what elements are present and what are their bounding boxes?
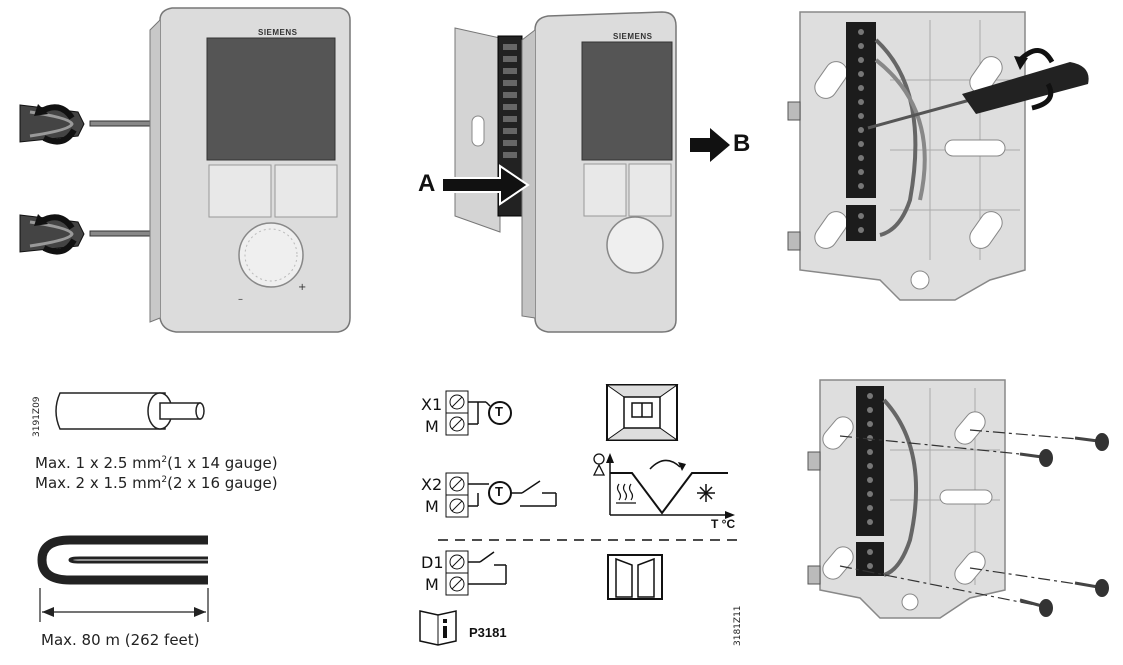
- cable-length-illustration: [37, 535, 209, 622]
- base-wiring-illustration: [787, 11, 1089, 301]
- cable-spec-line-1-tail: (1 x 14 gauge): [167, 454, 278, 472]
- mounting-base-plate-2: [807, 379, 1006, 619]
- base-plate: [454, 27, 523, 233]
- terminal-x2-m: [445, 472, 557, 518]
- cable-spec-line-2-sup: 2: [161, 475, 168, 485]
- brand-logo-middle: SIEMENS: [613, 32, 653, 41]
- cable-illustration: [55, 392, 205, 430]
- cooling-icon: [697, 484, 715, 502]
- room-unit-icon: [605, 384, 679, 441]
- screw-icon-1: [1019, 449, 1053, 467]
- push-arrow-a-icon: [441, 164, 530, 206]
- cable-spec-line-1-main: Max. 1 x 2.5 mm: [35, 454, 162, 472]
- svg-text:+: +: [298, 282, 306, 293]
- thermostat-device: – +: [149, 7, 351, 333]
- screw-icon-4: [1074, 579, 1109, 597]
- sensor-label-1: T: [495, 404, 503, 419]
- sensor-label-2: T: [495, 484, 503, 499]
- terminal-d1-m: [445, 550, 507, 596]
- reference-document: P3181: [469, 625, 507, 640]
- screwdriver-icon: [867, 48, 1089, 130]
- terminal-label-x2: X2: [421, 475, 443, 494]
- cable-max-length: Max. 80 m (262 feet): [41, 631, 200, 649]
- terminal-label-m3: M: [425, 575, 439, 594]
- cable-code: 3191Z09: [32, 396, 42, 437]
- brand-logo-left: SIEMENS: [258, 28, 298, 37]
- door-contact-icon: [607, 554, 663, 600]
- svg-text:–: –: [238, 294, 243, 305]
- screw-icon-3: [1019, 598, 1053, 617]
- terminal-block: [846, 22, 927, 241]
- wiring-diagram: [419, 384, 740, 646]
- device-separation-illustration: [441, 11, 730, 333]
- cable-spec-line-1: Max. 1 x 2.5 mm2(1 x 14 gauge): [35, 451, 278, 473]
- label-a: A: [418, 170, 436, 197]
- sensor-t2-icon: [488, 481, 512, 505]
- cable-spec-line-1-sup: 2: [161, 455, 168, 465]
- axis-temperature-label: T °C: [711, 517, 736, 531]
- screw-icon-2: [1074, 433, 1109, 451]
- screwdriver-bottom-icon: [19, 214, 159, 255]
- terminal-x1-m: [445, 390, 486, 436]
- screwdriver-top-icon: [19, 104, 159, 145]
- info-book-icon: [419, 610, 457, 646]
- cable-spec-line-2-main: Max. 2 x 1.5 mm: [35, 474, 162, 492]
- mounting-base-plate: [787, 11, 1026, 301]
- cable-spec-line-2: Max. 2 x 1.5 mm2(2 x 16 gauge): [35, 471, 278, 493]
- heating-icon: [616, 483, 636, 504]
- terminal-label-d1: D1: [421, 553, 444, 572]
- terminal-label-x1: X1: [421, 395, 443, 414]
- wiring-code: 3181Z11: [733, 605, 743, 646]
- label-b: B: [733, 130, 751, 157]
- device-removal-illustration: – +: [19, 7, 351, 333]
- terminal-block-2: [856, 386, 919, 577]
- sensor-t1-icon: [485, 401, 512, 425]
- terminal-label-m2: M: [425, 497, 439, 516]
- cable-spec-line-2-tail: (2 x 16 gauge): [167, 474, 278, 492]
- front-unit: [521, 11, 677, 333]
- terminal-label-m1: M: [425, 417, 439, 436]
- heat-cool-curve: [592, 453, 735, 519]
- pull-arrow-b-icon: [690, 128, 730, 162]
- base-mounting-illustration: [807, 379, 1109, 619]
